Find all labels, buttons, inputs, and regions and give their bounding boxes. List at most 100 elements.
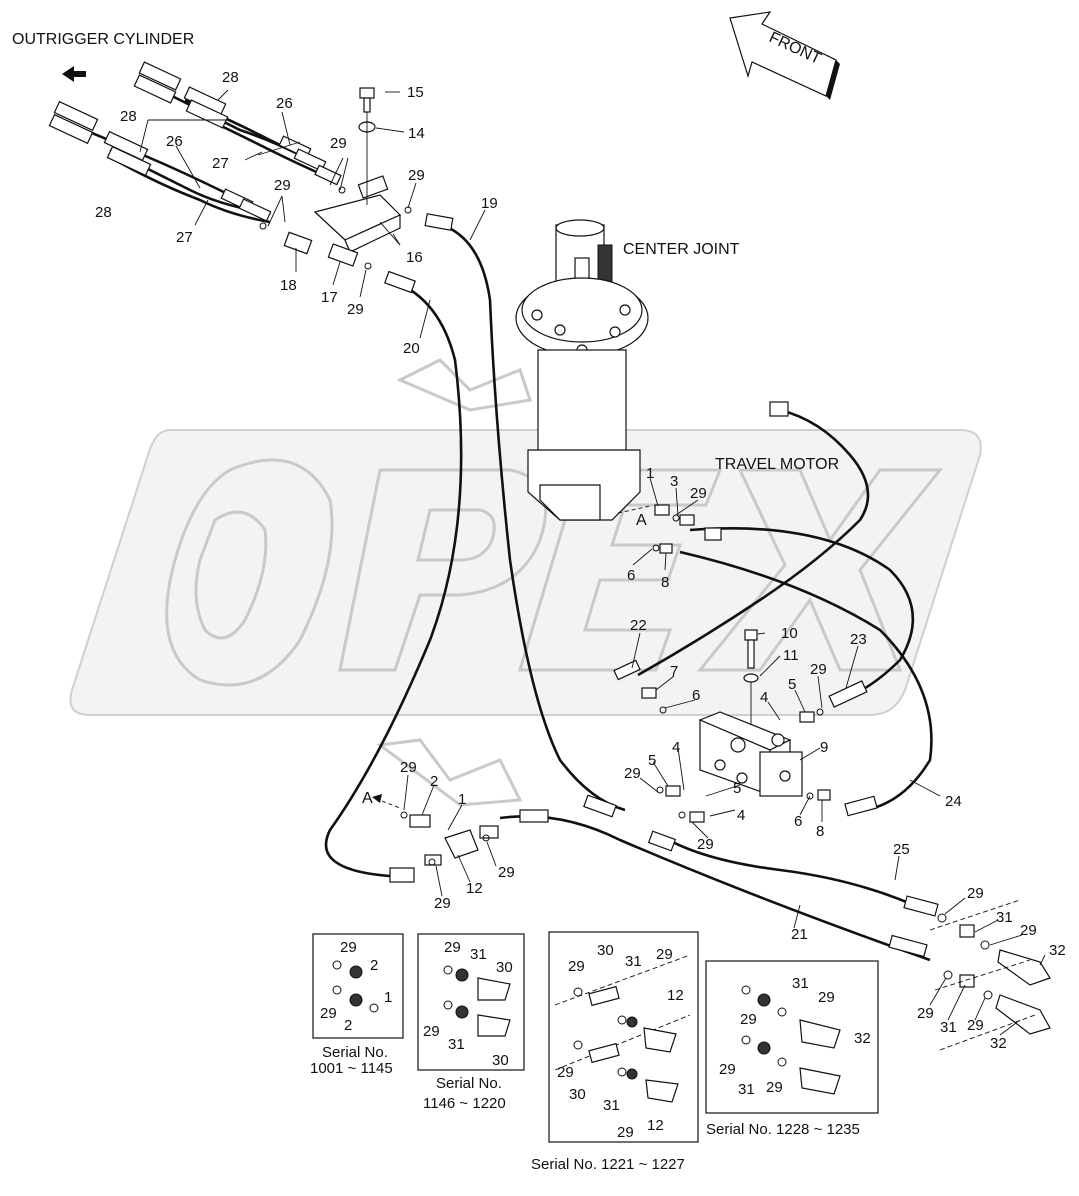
serial-range-1-label: Serial No. bbox=[322, 1044, 388, 1061]
callout-24: 24 bbox=[945, 793, 962, 810]
callout-31: 31 bbox=[603, 1097, 620, 1114]
serial-box-4: 31 29 29 32 29 31 29 Serial No. 1228 ~ 1… bbox=[705, 960, 879, 1138]
callout-16: 16 bbox=[406, 249, 423, 266]
callout-30: 30 bbox=[496, 959, 513, 976]
callout-2: 2 bbox=[430, 773, 438, 790]
callout-15: 15 bbox=[407, 84, 424, 101]
callout-5: 5 bbox=[733, 780, 741, 797]
view-a-markers bbox=[372, 505, 651, 809]
callout-7: 7 bbox=[670, 663, 678, 680]
serial-range-3: Serial No. 1221 ~ 1227 bbox=[531, 1156, 685, 1173]
serial-box-2: 29 31 30 29 31 30 Serial No. 1146 ~ 1220 bbox=[417, 933, 525, 1112]
hose-end-fittings-top bbox=[48, 61, 342, 222]
callout-30: 30 bbox=[569, 1086, 586, 1103]
view-a-label-upper: A bbox=[636, 512, 647, 529]
callout-29: 29 bbox=[274, 177, 291, 194]
callout-29: 29 bbox=[568, 958, 585, 975]
serial-range-4: Serial No. 1228 ~ 1235 bbox=[706, 1121, 860, 1138]
callout-31: 31 bbox=[738, 1081, 755, 1098]
callout-29: 29 bbox=[917, 1005, 934, 1022]
callout-31: 31 bbox=[448, 1036, 465, 1053]
callout-6: 6 bbox=[627, 567, 635, 584]
serial-range-2-label: Serial No. bbox=[436, 1075, 502, 1092]
callout-numbers: 15 14 29 29 29 16 18 17 29 28 28 28 26 2… bbox=[95, 69, 1066, 1052]
callout-12: 12 bbox=[667, 987, 684, 1004]
callout-29: 29 bbox=[656, 946, 673, 963]
callout-28: 28 bbox=[222, 69, 239, 86]
callout-1: 1 bbox=[384, 989, 392, 1006]
callout-29: 29 bbox=[967, 885, 984, 902]
callout-30: 30 bbox=[597, 942, 614, 959]
callout-19: 19 bbox=[481, 195, 498, 212]
callout-29: 29 bbox=[423, 1023, 440, 1040]
callout-27: 27 bbox=[212, 155, 229, 172]
callout-31: 31 bbox=[940, 1019, 957, 1036]
long-hoses bbox=[324, 213, 939, 962]
callout-11: 11 bbox=[783, 647, 799, 664]
outrigger-hose-group bbox=[48, 61, 402, 267]
callout-28: 28 bbox=[95, 204, 112, 221]
callout-29: 29 bbox=[690, 485, 707, 502]
callout-10: 10 bbox=[781, 625, 798, 642]
callout-30: 30 bbox=[492, 1052, 509, 1069]
callout-32: 32 bbox=[990, 1035, 1007, 1052]
callout-4: 4 bbox=[672, 739, 680, 756]
callout-29: 29 bbox=[347, 301, 364, 318]
callout-25: 25 bbox=[893, 841, 910, 858]
callout-28: 28 bbox=[120, 108, 137, 125]
callout-32: 32 bbox=[854, 1030, 871, 1047]
callout-29: 29 bbox=[340, 939, 357, 956]
callout-31: 31 bbox=[792, 975, 809, 992]
callout-29: 29 bbox=[498, 864, 515, 881]
outrigger-direction-arrow bbox=[62, 66, 86, 82]
callout-17: 17 bbox=[321, 289, 338, 306]
serial-box-1: 29 2 1 29 2 Serial No. 1001 ~ 1145 bbox=[310, 933, 404, 1077]
small-fittings bbox=[259, 186, 1051, 1051]
callout-9: 9 bbox=[820, 739, 828, 756]
callout-32: 32 bbox=[1049, 942, 1066, 959]
callout-12: 12 bbox=[466, 880, 483, 897]
o-rings bbox=[259, 186, 993, 1000]
front-arrow: FRONT bbox=[729, 11, 840, 100]
callout-23: 23 bbox=[850, 631, 867, 648]
callout-29: 29 bbox=[400, 759, 417, 776]
callout-31: 31 bbox=[996, 909, 1013, 926]
callout-29: 29 bbox=[810, 661, 827, 678]
callout-22: 22 bbox=[630, 617, 647, 634]
serial-range-2-value: 1146 ~ 1220 bbox=[423, 1095, 506, 1112]
valve-block bbox=[698, 629, 803, 797]
callout-20: 20 bbox=[403, 340, 420, 357]
center-joint-label: CENTER JOINT bbox=[623, 241, 740, 258]
callout-29: 29 bbox=[697, 836, 714, 853]
callout-29: 29 bbox=[818, 989, 835, 1006]
callout-6: 6 bbox=[794, 813, 802, 830]
callout-18: 18 bbox=[280, 277, 297, 294]
callout-31: 31 bbox=[470, 946, 487, 963]
callout-1: 1 bbox=[646, 465, 654, 482]
callout-29: 29 bbox=[408, 167, 425, 184]
callout-29: 29 bbox=[330, 135, 347, 152]
callout-12: 12 bbox=[647, 1117, 664, 1134]
callout-29: 29 bbox=[967, 1017, 984, 1034]
serial-range-1-value: 1001 ~ 1145 bbox=[310, 1060, 393, 1077]
callout-29: 29 bbox=[1020, 922, 1037, 939]
callout-31: 31 bbox=[625, 953, 642, 970]
callout-29: 29 bbox=[320, 1005, 337, 1022]
callout-5: 5 bbox=[788, 676, 796, 693]
watermark-logo bbox=[69, 358, 982, 807]
callout-21: 21 bbox=[791, 926, 808, 943]
outrigger-cylinder-title: OUTRIGGER CYLINDER bbox=[12, 31, 194, 48]
callout-29: 29 bbox=[434, 895, 451, 912]
callout-29: 29 bbox=[624, 765, 641, 782]
callout-27: 27 bbox=[176, 229, 193, 246]
callout-29: 29 bbox=[444, 939, 461, 956]
callout-8: 8 bbox=[816, 823, 824, 840]
callout-29: 29 bbox=[740, 1011, 757, 1028]
callout-26: 26 bbox=[276, 95, 293, 112]
callout-4: 4 bbox=[737, 807, 745, 824]
callout-2: 2 bbox=[370, 957, 378, 974]
callout-3: 3 bbox=[670, 473, 678, 490]
view-a-label-lower: A bbox=[362, 790, 373, 807]
